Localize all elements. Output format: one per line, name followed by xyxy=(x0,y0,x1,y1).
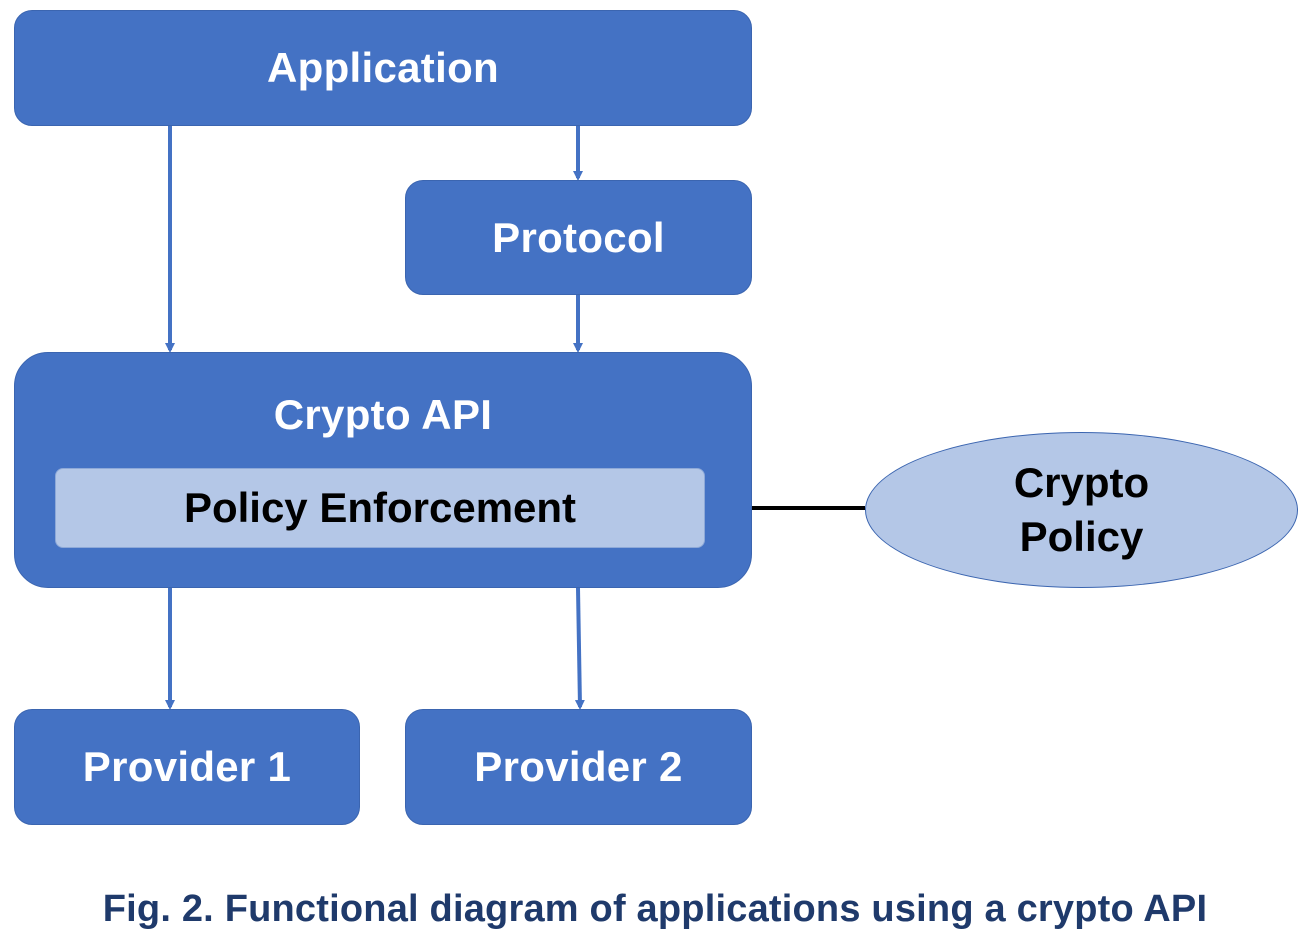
provider-2-label: Provider 2 xyxy=(474,743,683,790)
figure-caption: Fig. 2. Functional diagram of applicatio… xyxy=(102,888,1208,930)
crypto-api-label: Crypto API xyxy=(273,391,493,438)
crypto-policy-ellipse: Crypto Policy xyxy=(865,432,1298,588)
policy-enforcement-box: Policy Enforcement xyxy=(55,468,705,548)
protocol-label: Protocol xyxy=(492,213,665,261)
policy-enforcement-label: Policy Enforcement xyxy=(183,484,577,531)
application-box: Application xyxy=(14,10,752,126)
crypto-policy-label: Crypto Policy xyxy=(1013,459,1150,560)
provider-2-box: Provider 2 xyxy=(405,709,752,825)
application-label: Application xyxy=(267,44,499,91)
protocol-box: Protocol xyxy=(405,180,752,295)
provider-1-label: Provider 1 xyxy=(82,743,292,790)
provider-1-box: Provider 1 xyxy=(14,709,360,825)
arrow-crypto-api-to-provider-2 xyxy=(574,587,585,710)
